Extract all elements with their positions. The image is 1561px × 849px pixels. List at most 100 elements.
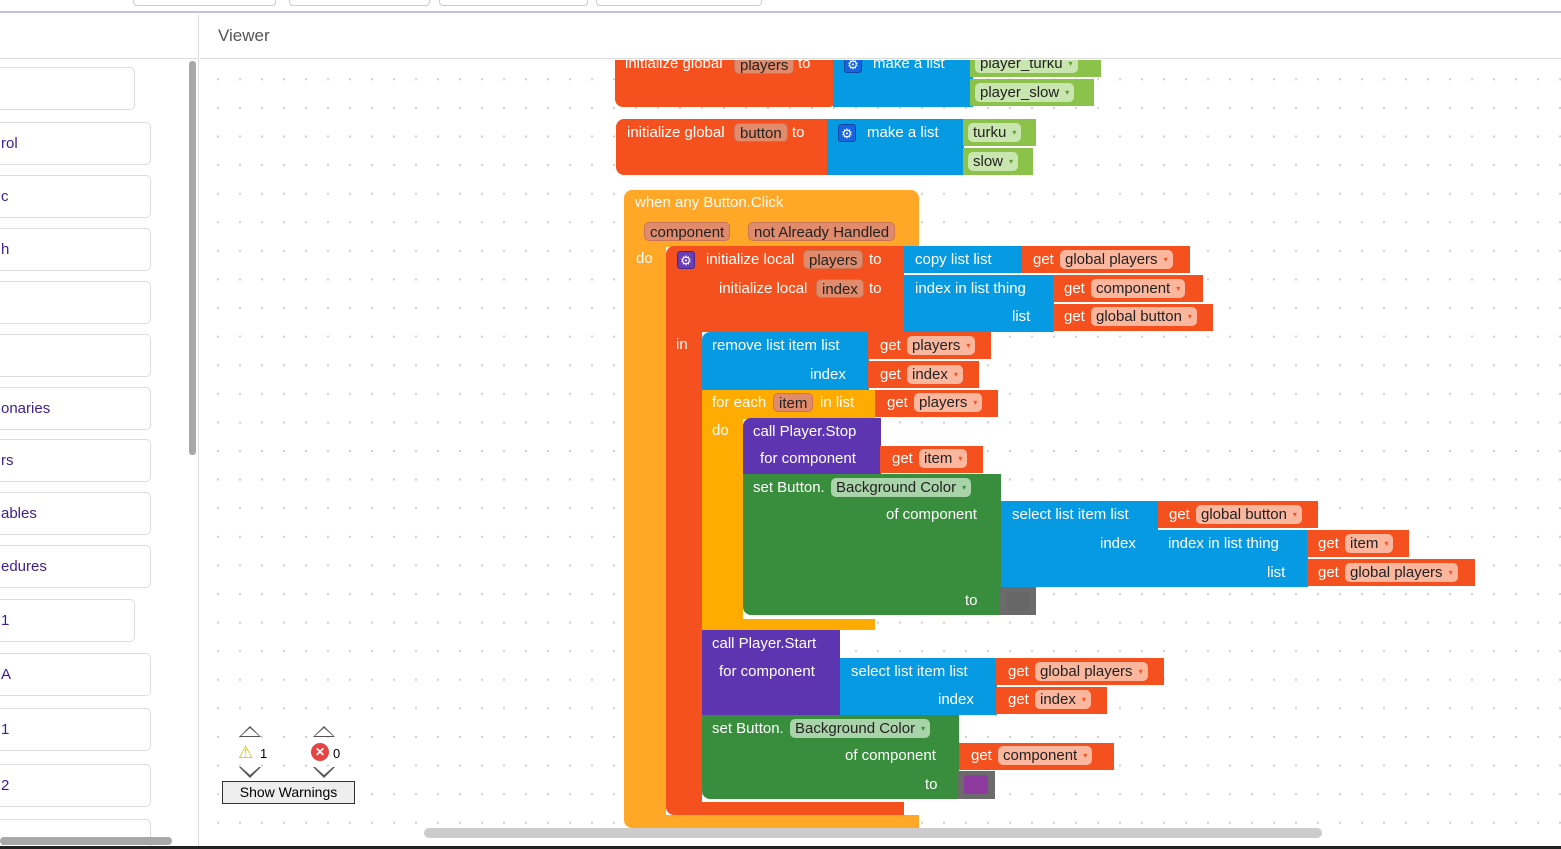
workspace-scrollbar-horizontal[interactable]	[424, 828, 1322, 838]
init-local-block[interactable]	[666, 246, 904, 332]
var-name-players[interactable]: players	[803, 250, 864, 269]
component-dropdown[interactable]: turku▾	[968, 123, 1022, 142]
error-prev-arrow[interactable]	[313, 726, 335, 737]
dropdown-icon: ▾	[962, 483, 967, 492]
sidebar-item[interactable]	[0, 67, 135, 110]
sidebar-item-component[interactable]: 1	[0, 708, 151, 751]
var-dropdown[interactable]: item▾	[1345, 534, 1394, 553]
sidebar-item-dictionaries[interactable]: onaries	[0, 387, 151, 430]
init-global-label: initialize global	[625, 60, 723, 72]
var-dropdown[interactable]: players▾	[907, 336, 976, 355]
var-dropdown[interactable]: global button▾	[1091, 307, 1197, 326]
get-label: get	[880, 366, 901, 383]
sidebar-item-label: h	[1, 241, 10, 258]
sidebar-item-math[interactable]: h	[0, 228, 151, 271]
select-list-item-label: select list item list	[1012, 506, 1129, 523]
var-dropdown[interactable]: global players▾	[1035, 662, 1148, 681]
var-dropdown[interactable]: global players▾	[1060, 250, 1173, 269]
sidebar-item-label: 2	[1, 777, 10, 794]
error-next-arrow[interactable]	[313, 767, 335, 778]
var-name-players[interactable]: players	[734, 60, 795, 74]
remove-list-item-block[interactable]	[702, 332, 869, 390]
init-local-label: initialize local	[719, 280, 808, 297]
toolbar-tab[interactable]	[289, 0, 430, 6]
index-label: index	[938, 691, 974, 708]
viewer-title: Viewer	[218, 26, 270, 45]
show-warnings-button[interactable]: Show Warnings	[222, 781, 355, 804]
for-component-label: for component	[719, 663, 815, 680]
get-label: get	[1169, 506, 1190, 523]
index-in-list-block[interactable]	[904, 275, 1054, 332]
sidebar-item-colors[interactable]: rs	[0, 439, 151, 482]
select-list-item-label: select list item list	[851, 663, 968, 680]
index-in-list-block[interactable]	[1158, 530, 1308, 587]
property-dropdown[interactable]: Background Color▾	[790, 719, 931, 738]
sidebar-item-text[interactable]	[0, 281, 151, 324]
remove-list-item-label: remove list item list	[712, 337, 840, 354]
sidebar-item-component[interactable]: 2	[0, 764, 151, 807]
sidebar-scrollbar-vertical[interactable]	[189, 61, 196, 455]
blocks-sidebar: rol c h onaries rs ables edures 1 A 1 2 …	[0, 15, 199, 849]
var-name-button[interactable]: button	[734, 123, 788, 142]
select-list-item-block[interactable]	[1001, 501, 1158, 587]
gear-icon[interactable]: ⚙	[677, 251, 695, 269]
index-in-list-label: index in list thing	[1168, 535, 1279, 552]
gear-icon[interactable]: ⚙	[838, 124, 856, 142]
get-label: get	[880, 337, 901, 354]
sidebar-item-label: rol	[1, 135, 18, 152]
var-dropdown[interactable]: component▾	[998, 746, 1093, 765]
sidebar-item-logic[interactable]: c	[0, 175, 151, 218]
error-count: 0	[333, 746, 341, 761]
init-global-players-block[interactable]	[615, 60, 837, 107]
toolbar-tab[interactable]	[596, 0, 762, 6]
dropdown-icon: ▾	[1448, 568, 1453, 577]
param-not-already-handled[interactable]: not Already Handled	[748, 222, 896, 241]
gear-icon[interactable]: ⚙	[844, 60, 862, 73]
get-label: get	[1064, 280, 1085, 297]
toolbar-tab[interactable]	[133, 0, 276, 6]
dropdown-icon: ▾	[921, 724, 926, 733]
var-dropdown[interactable]: global players▾	[1345, 563, 1458, 582]
select-list-item-block[interactable]	[840, 658, 997, 715]
sidebar-item-lists[interactable]	[0, 334, 151, 377]
var-dropdown[interactable]: component▾	[1091, 279, 1186, 298]
toolbar-tab[interactable]	[439, 0, 588, 6]
dropdown-icon: ▾	[1163, 255, 1168, 264]
to-label: to	[792, 124, 805, 141]
viewer-header: Viewer	[200, 15, 1561, 59]
component-dropdown[interactable]: player_turku▾	[975, 60, 1078, 73]
sidebar-item-control[interactable]: rol	[0, 122, 151, 165]
of-component-label: of component	[886, 506, 977, 523]
sidebar-scrollbar-horizontal[interactable]	[0, 837, 172, 845]
set-button-background-color-block[interactable]	[743, 474, 1001, 615]
param-component[interactable]: component	[644, 222, 731, 241]
var-dropdown[interactable]: players▾	[914, 393, 983, 412]
color-swatch-purple[interactable]	[964, 775, 988, 794]
call-player-stop-block[interactable]	[743, 418, 881, 475]
init-global-button-block[interactable]	[616, 119, 831, 175]
get-label: get	[887, 394, 908, 411]
var-name-index[interactable]: index	[816, 279, 864, 298]
get-label: get	[1318, 535, 1339, 552]
sidebar-item-variables[interactable]: ables	[0, 492, 151, 535]
copy-list-block[interactable]	[904, 246, 1022, 273]
sidebar-item-component[interactable]: 1	[0, 599, 135, 642]
warning-next-arrow[interactable]	[239, 767, 261, 778]
get-label: get	[1033, 251, 1054, 268]
var-dropdown[interactable]: global button▾	[1196, 505, 1302, 524]
component-dropdown[interactable]: slow▾	[968, 152, 1019, 171]
var-dropdown[interactable]: index▾	[907, 365, 963, 384]
var-name-item[interactable]: item	[773, 393, 814, 412]
var-dropdown[interactable]: item▾	[919, 449, 968, 468]
call-player-start-block[interactable]	[702, 630, 840, 716]
top-toolbar	[0, 0, 1561, 13]
to-label: to	[798, 60, 811, 72]
component-dropdown[interactable]: player_slow▾	[975, 83, 1075, 102]
color-swatch-gray[interactable]	[1007, 592, 1029, 610]
set-button-label: set Button.	[712, 720, 784, 737]
sidebar-item-component[interactable]: A	[0, 653, 151, 696]
sidebar-item-procedures[interactable]: edures	[0, 545, 151, 588]
var-dropdown[interactable]: index▾	[1035, 690, 1091, 709]
property-dropdown[interactable]: Background Color▾	[831, 478, 972, 497]
warning-prev-arrow[interactable]	[239, 726, 261, 737]
